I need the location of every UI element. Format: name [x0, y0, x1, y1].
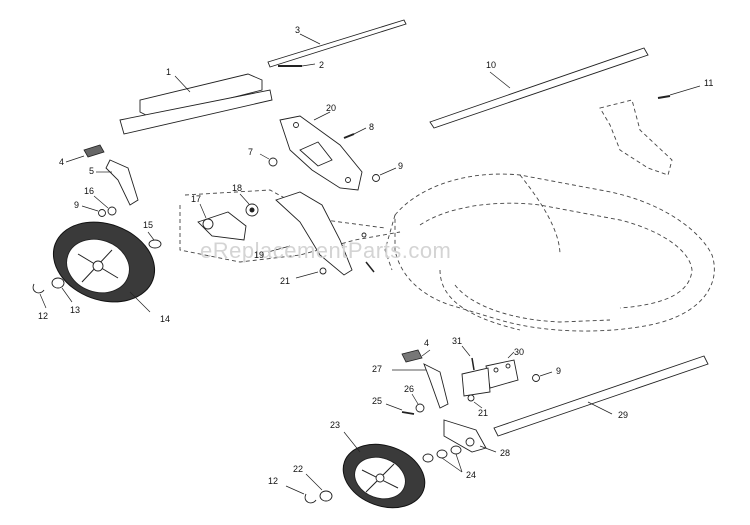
callout-12-upper: 12 [38, 311, 48, 321]
part-24-washers [422, 445, 463, 473]
part-27-lever [392, 363, 449, 409]
part-12-clip-upper [32, 283, 47, 309]
part-9-nut-left [81, 205, 106, 217]
callout-8: 8 [369, 122, 374, 132]
part-10-axle [429, 47, 649, 129]
mower-deck [384, 173, 715, 332]
callout-9-lower: 9 [556, 366, 561, 376]
callout-13: 13 [70, 305, 80, 315]
callout-26: 26 [404, 384, 414, 394]
part-21-nut-upper [295, 267, 327, 279]
part-8-screw [343, 127, 367, 139]
part-18-bearing [239, 193, 259, 217]
callout-2: 2 [319, 60, 324, 70]
part-4-cap-lower [401, 349, 431, 363]
callout-24: 24 [466, 470, 476, 480]
callout-4-upper: 4 [59, 157, 64, 167]
part-9-nut-lower [532, 371, 553, 382]
part-14-front-wheel [52, 221, 156, 313]
part-28-wheel-bracket [443, 419, 497, 453]
part-9-bolt-middle [361, 232, 375, 273]
part-25-bolt [385, 403, 415, 415]
callout-22: 22 [293, 464, 303, 474]
part-15-bushing [147, 231, 162, 249]
part-13-washer [51, 277, 73, 303]
callout-9-left: 9 [74, 200, 79, 210]
part-30-height-plate [485, 351, 519, 389]
callout-9-upper: 9 [398, 161, 403, 171]
part-29-rear-axle [493, 355, 709, 437]
callout-25: 25 [372, 396, 382, 406]
callout-28: 28 [500, 448, 510, 458]
part-31-bracket [461, 345, 491, 397]
part-3-shaft [267, 19, 407, 68]
part-7-nut [259, 153, 278, 167]
part-12-clip-lower [285, 485, 317, 504]
part-20-height-bracket [279, 111, 363, 191]
callout-29: 29 [618, 410, 628, 420]
callout-23: 23 [330, 420, 340, 430]
part-22-washer [305, 473, 333, 502]
callout-16: 16 [84, 186, 94, 196]
callout-30: 30 [514, 347, 524, 357]
part-9-nut-upper [372, 167, 397, 182]
callout-14: 14 [160, 314, 170, 324]
bracket-outline [179, 189, 401, 263]
part-23-rear-wheel [342, 431, 426, 509]
watermark: eReplacementParts.com [200, 238, 451, 263]
part-21-nut-lower [467, 394, 483, 409]
callout-21-lower: 21 [478, 408, 488, 418]
part-17-wheel-bracket [197, 203, 247, 241]
callout-27: 27 [372, 364, 382, 374]
callout-7: 7 [248, 147, 253, 157]
callout-18: 18 [232, 183, 242, 193]
callout-19: 19 [254, 250, 264, 260]
callout-20: 20 [326, 103, 336, 113]
callout-15: 15 [143, 220, 153, 230]
callout-labels: 1 2 3 4 5 7 8 9 9 10 11 12 13 14 15 16 1… [38, 25, 713, 486]
part-5-lever [96, 159, 139, 206]
callout-17: 17 [191, 194, 201, 204]
callout-31: 31 [452, 336, 462, 346]
callout-1: 1 [166, 67, 171, 77]
callout-21-upper: 21 [280, 276, 290, 286]
part-11-rear-bracket [599, 85, 701, 176]
part-1-baffle [119, 73, 273, 135]
part-4-cap-upper [65, 144, 105, 163]
part-2-pin [278, 63, 316, 67]
callout-12-lower: 12 [268, 476, 278, 486]
callout-11: 11 [704, 78, 713, 88]
part-26-spacer [411, 393, 425, 413]
callout-4-lower: 4 [424, 338, 429, 348]
part-19-plate [267, 191, 353, 276]
callout-10: 10 [486, 60, 496, 70]
part-16-spacer [93, 195, 117, 216]
callout-3: 3 [295, 25, 300, 35]
callout-5: 5 [89, 166, 94, 176]
